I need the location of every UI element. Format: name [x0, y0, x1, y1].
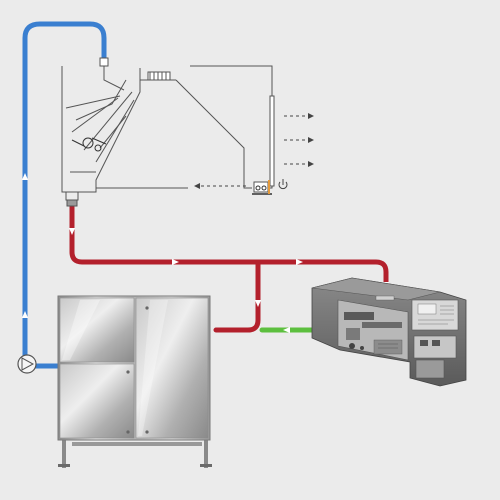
airflow-arrows: [194, 113, 314, 189]
spray-nozzle-icon: [83, 138, 93, 148]
temperature-sensor: [268, 180, 270, 194]
water-treatment-unit: [312, 278, 466, 386]
drain-outlet: [67, 200, 77, 206]
washing-cabinet: [62, 58, 287, 206]
circulation-pump: [18, 355, 36, 373]
power-icon: [279, 179, 287, 189]
stainless-storage-tank: [58, 296, 212, 468]
roof-vent-icon: [148, 72, 170, 80]
